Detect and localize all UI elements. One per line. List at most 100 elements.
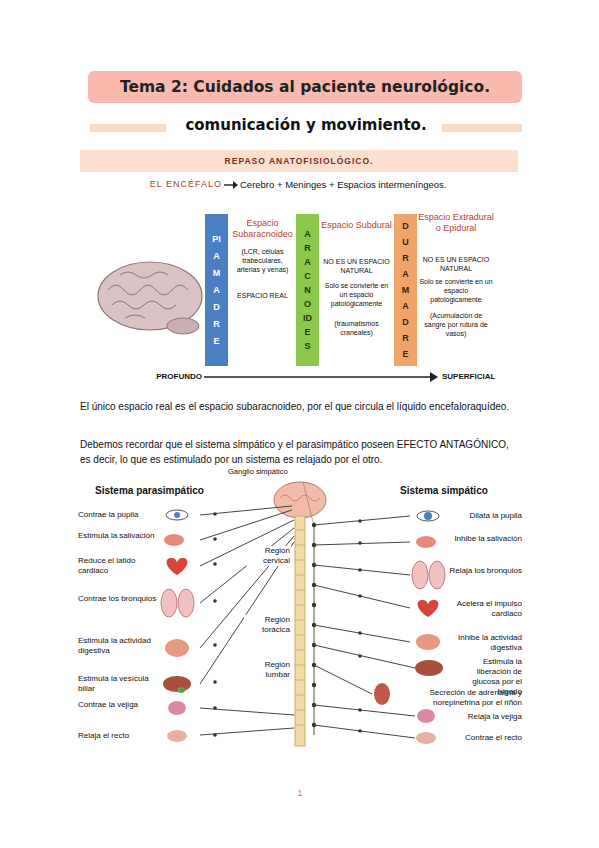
brain-drawing-part: [167, 318, 199, 334]
effect-label: Inhibe la salivación: [448, 534, 522, 544]
effect-label: Estimula la vesícula biliar: [78, 674, 158, 694]
paragraph: El único espacio real es el espacio suba…: [80, 400, 520, 415]
nervous-system-figure-part: [295, 530, 305, 725]
nervous-system-figure-part-part: [200, 536, 294, 648]
nervous-system-figure-part: [280, 495, 320, 501]
organs-left-part: [177, 687, 185, 693]
organs-right: [374, 511, 445, 744]
figure-label: Ganglio simpático: [228, 467, 308, 476]
brain-drawing: [98, 262, 202, 334]
effect-label: Contrae los bronquios: [78, 594, 158, 604]
figure-heading: Sistema parasimpático: [95, 485, 225, 498]
effect-label: Estimula la salivación: [78, 531, 158, 541]
organs-right-part: [416, 634, 440, 650]
arrow-symbol: [224, 181, 238, 189]
organs-left-part: [178, 589, 194, 617]
organs-right-part: [416, 536, 436, 548]
nervous-system-figure-part-part: [314, 645, 415, 668]
organs-left-part: [164, 534, 184, 546]
space-heading: Espacio Subaracnoideo: [229, 218, 296, 241]
space-note: Solo se convierte en un espacio patológi…: [320, 282, 393, 308]
nervous-system-figure-part-part: [358, 594, 362, 598]
definition: Cerebro + Meninges + Espacios intermenín…: [240, 179, 500, 191]
organs-right-part: [417, 511, 439, 521]
page-number: 1: [290, 788, 310, 799]
band-label: REPASO ANATOFISIOLÓGICO.: [225, 156, 374, 166]
nervous-system-figure-part-part: [358, 729, 362, 733]
nervous-system-figure-part-part: [314, 585, 410, 608]
organs-left: [161, 510, 194, 742]
axis-label: PROFUNDO: [140, 372, 202, 382]
space-note: NO ES UN ESPACIO NATURAL: [419, 256, 493, 274]
nervous-system-figure-part-part: [358, 541, 362, 545]
nervous-system-figure-part-part: [314, 625, 410, 642]
effect-label: Reduce el latido cardiaco: [78, 556, 158, 576]
figure-heading: Sistema simpático: [400, 485, 520, 498]
brain-drawing-part: [120, 272, 168, 278]
organs-left-part: [168, 701, 186, 715]
nervous-system-figure-part: [295, 516, 305, 746]
organs-left-part: [167, 730, 187, 742]
space-note: (traumatismos craneales): [320, 320, 393, 338]
nervous-system-figure-part: [303, 482, 313, 522]
nervous-system-figure-part-part: [358, 519, 362, 523]
subtitle-bars-part: [442, 124, 522, 132]
section-keyword: EL ENCÉFALO: [140, 179, 222, 190]
nervous-system-figure-part-part: [358, 708, 362, 712]
subtitle-bars-part: [90, 124, 166, 132]
nervous-system-figure-part-part: [358, 568, 362, 572]
effect-label: Contrae la vejiga: [78, 700, 158, 710]
space-note: Solo se convierte en un espacio patológi…: [419, 278, 493, 304]
space-note: (LCR, células trabeculares, arterias y v…: [230, 248, 295, 274]
nervous-system-figure-part-part: [358, 631, 362, 635]
meninge-bar: PIAMADRE: [205, 214, 228, 366]
paragraph: Debemos recordar que el sistema simpátic…: [80, 438, 520, 467]
nervous-system-figure-part-part: [213, 733, 217, 737]
space-note: (Acumulación de sangre por rutura de vas…: [419, 312, 493, 338]
nervous-system-figure-part-part: [213, 680, 217, 684]
nervous-system-figure-part-part: [314, 725, 415, 738]
vertical-label: ARACNOIDES: [303, 227, 312, 353]
nervous-system-figure-part-part: [200, 520, 294, 566]
nervous-system-figure-part-part: [213, 537, 217, 541]
section-band: REPASO ANATOFISIOLÓGICO.: [80, 150, 518, 172]
effect-label: Relaja la vejiga: [448, 712, 522, 722]
effect-label: Dilata la pupila: [448, 511, 522, 521]
effect-label: Inhibe la actividad digestiva: [448, 633, 522, 653]
brain-drawing-part: [125, 315, 145, 318]
organs-right-part: [417, 709, 435, 723]
brain-drawing-part: [108, 285, 188, 295]
vertical-label: PIAMADRE: [212, 231, 221, 350]
vertical-label: DURAMADRE: [401, 218, 410, 362]
nervous-system-figure-part-part: [200, 506, 292, 515]
title-band-part: [88, 71, 522, 103]
page-title: Tema 2: Cuidados al paciente neurológico…: [88, 71, 522, 103]
space-heading: Espacio Subdural: [320, 220, 393, 231]
effect-label: Contrae la pupila: [78, 510, 158, 520]
organs-left-part: [165, 639, 189, 657]
depth-arrow-part: [204, 376, 432, 378]
region-label: Región cervical: [244, 546, 291, 566]
nervous-system-figure-part: [274, 482, 326, 518]
space-heading: Espacio Extradural o Epidural: [418, 212, 494, 235]
nervous-system-figure-part-part: [314, 565, 410, 575]
nervous-system-figure-part: [213, 512, 362, 737]
region-label: Región torácica: [244, 615, 291, 635]
organs-right-part: [412, 561, 428, 589]
nervous-system-figure-part-part: [213, 599, 217, 603]
space-note: ESPACIO REAL: [230, 292, 295, 301]
title-band: [88, 71, 522, 103]
organs-right-part: [416, 732, 436, 744]
region-label: Región lumbar: [244, 660, 291, 680]
organs-right-part: [374, 683, 390, 705]
effect-label: Acelera el impulso cardiaco: [448, 599, 522, 619]
organs-left-part: [174, 512, 180, 518]
arrow-symbol-part: [233, 181, 238, 189]
nervous-system-figure-part-part: [314, 542, 410, 545]
nervous-system-figure-part-part: [213, 643, 217, 647]
nervous-system-figure-part: [200, 506, 415, 738]
nervous-system-figure-part-part: [312, 603, 316, 607]
effect-label: Contrae el recto: [448, 733, 522, 743]
nervous-system-figure-part-part: [358, 654, 362, 658]
